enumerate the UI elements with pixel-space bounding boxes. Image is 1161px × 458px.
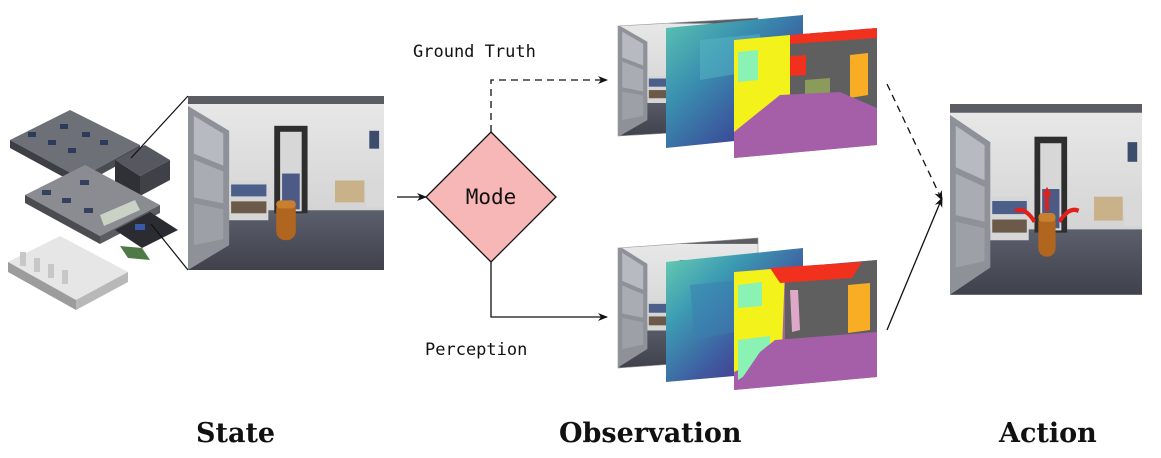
arrow-ground-truth bbox=[490, 76, 608, 132]
action-caption: Action bbox=[999, 418, 1097, 449]
gt-segmentation-map bbox=[734, 28, 877, 158]
arrow-gt-to-action bbox=[886, 83, 943, 201]
observation-caption: Observation bbox=[559, 418, 742, 449]
state-view-image bbox=[188, 96, 384, 270]
perception-observation-stack bbox=[617, 237, 877, 390]
turn-right-arrow-icon bbox=[1057, 207, 1080, 224]
action-view-image bbox=[950, 104, 1142, 295]
zoom-line-top bbox=[130, 95, 189, 159]
perception-segmentation-map bbox=[734, 260, 877, 390]
mode-label: Mode bbox=[465, 185, 517, 209]
turn-left-arrow-icon bbox=[1014, 207, 1037, 224]
building-floorplan-image bbox=[8, 110, 178, 310]
ground-truth-label: Ground Truth bbox=[413, 42, 536, 62]
arrow-perception bbox=[490, 262, 608, 321]
perception-label: Perception bbox=[425, 340, 528, 360]
arrow-perception-to-action bbox=[886, 197, 943, 331]
ground-truth-observation-stack bbox=[617, 15, 877, 158]
zoom-line-bottom bbox=[150, 223, 189, 271]
state-caption: State bbox=[196, 418, 276, 449]
